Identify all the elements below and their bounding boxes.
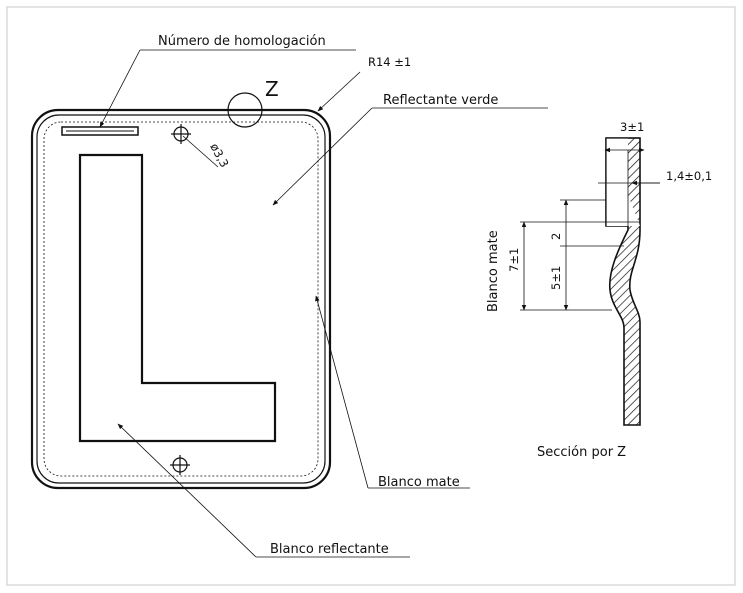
zone-z-label: Z — [265, 77, 279, 101]
reflective-white-label: Blanco reflectante — [270, 542, 389, 557]
dim-top-label: 3±1 — [620, 120, 644, 134]
dim-total-label: 7±1 — [507, 248, 521, 272]
crosshair-hole-top — [171, 124, 191, 144]
hole-diameter-label: ø3,3 — [207, 141, 231, 170]
letter-l-shape — [78, 153, 277, 443]
radius-label: R14 ±1 — [368, 55, 411, 69]
matte-white-label: Blanco mate — [378, 475, 460, 490]
dim-upper-label: 2 — [549, 233, 563, 240]
dim-lower-label: 5±1 — [549, 266, 563, 290]
plate-outline — [30, 108, 332, 490]
reflective-green-label: Reflectante verde — [383, 93, 498, 108]
zone-z-circle — [227, 92, 263, 128]
dim-offset-label: 1,4±0,1 — [666, 169, 712, 183]
section-matte-white-label: Blanco mate — [486, 230, 501, 312]
homologation-label: Número de homologación — [158, 34, 326, 49]
section-title: Sección por Z — [537, 445, 626, 460]
page-frame — [6, 6, 736, 586]
crosshair-hole-bottom — [170, 455, 190, 475]
